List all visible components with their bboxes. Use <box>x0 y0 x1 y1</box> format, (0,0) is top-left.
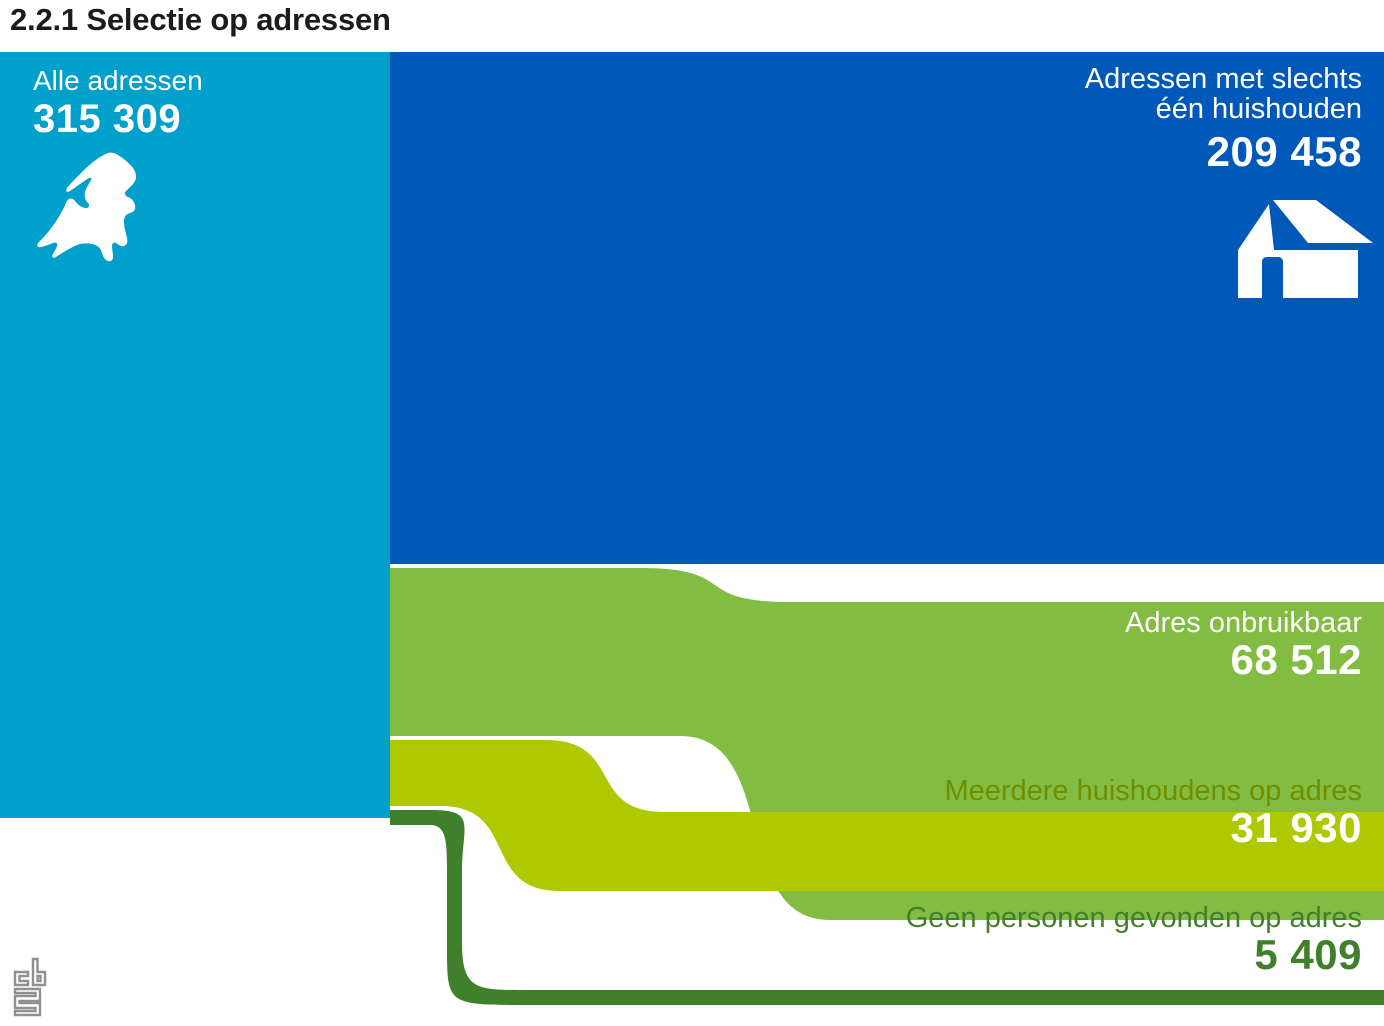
flow-source-alle-adressen <box>0 52 390 818</box>
netherlands-map-icon <box>37 152 137 262</box>
multiple-households-caption: Meerdere huishoudens op adres <box>944 775 1362 807</box>
multiple-households-value: 31 930 <box>1230 804 1362 852</box>
single-household-value: 209 458 <box>1206 128 1362 176</box>
page-title: 2.2.1 Selectie op adressen <box>10 2 391 37</box>
no-persons-found-caption: Geen personen gevonden op adres <box>905 902 1362 934</box>
single-household-caption-line1: Adressen met slechts <box>1084 63 1362 95</box>
source-label-block: Alle adressen 315 309 <box>33 66 203 141</box>
source-value: 315 309 <box>33 97 182 142</box>
flow-single-household <box>390 52 1384 564</box>
source-caption: Alle adressen <box>33 65 203 96</box>
flow-multiple-households <box>390 740 1384 891</box>
cbs-logo <box>13 957 47 1017</box>
address-unusable-value: 68 512 <box>1230 636 1362 684</box>
address-unusable-label-block: Adres onbruikbaar 68 512 <box>1125 608 1362 682</box>
multiple-households-label-block: Meerdere huishoudens op adres 31 930 <box>944 776 1362 850</box>
single-household-caption-line2: één huishouden <box>1155 93 1362 126</box>
no-persons-found-label-block: Geen personen gevonden op adres 5 409 <box>906 903 1362 977</box>
no-persons-found-value: 5 409 <box>1254 931 1362 979</box>
house-icon <box>1238 200 1373 298</box>
address-unusable-caption: Adres onbruikbaar <box>1125 607 1362 639</box>
single-household-label-block: Adressen met slechts één huishouden 209 … <box>1085 64 1362 174</box>
